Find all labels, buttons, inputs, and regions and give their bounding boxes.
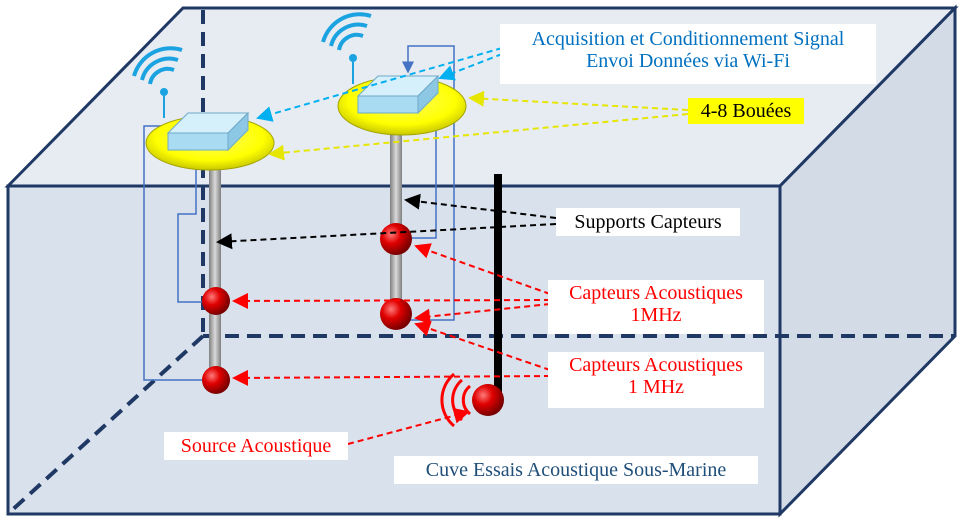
- label-capteurs-b: Capteurs Acoustiques 1 MHz: [548, 352, 764, 408]
- label-bouees: 4-8 Bouées: [688, 98, 804, 124]
- label-capteurs-a-line2: 1MHz: [630, 304, 682, 326]
- arrow-acquisition-left: [256, 47, 503, 122]
- support-rod-left: [209, 150, 221, 386]
- label-source: Source Acoustique: [164, 432, 348, 460]
- sensor-left-upper: [202, 287, 230, 315]
- label-capteurs-a-line1: Capteurs Acoustiques: [569, 282, 743, 304]
- arrow-capteurs-b-1: [414, 320, 551, 371]
- source-rod: [494, 174, 502, 404]
- sensor-right-lower: [380, 298, 412, 330]
- label-capteurs-a: Capteurs Acoustiques 1MHz: [548, 280, 764, 334]
- label-acquisition: Acquisition et Conditionnement Signal En…: [500, 24, 876, 84]
- arrow-source: [347, 407, 470, 445]
- arrow-capteurs-a-1: [414, 243, 551, 295]
- arrow-supports-right: [404, 193, 557, 219]
- wifi-icon: [132, 46, 183, 118]
- arrow-acquisition-right: [438, 53, 503, 81]
- wifi-icon: [321, 12, 372, 84]
- module-right: [356, 74, 440, 115]
- label-supports: Supports Capteurs: [556, 208, 740, 236]
- arrow-capteurs-a-2: [232, 292, 551, 309]
- wire-right-outer: [402, 45, 455, 321]
- support-rod-right: [390, 120, 402, 316]
- label-capteurs-b-line1: Capteurs Acoustiques: [569, 354, 743, 376]
- module-left: [166, 111, 250, 152]
- arrow-capteurs-a-3: [414, 303, 551, 325]
- arrow-supports-left: [216, 223, 557, 250]
- acoustic-source: [472, 384, 504, 416]
- arrow-buoys-right: [468, 90, 689, 111]
- label-acquisition-line2: Envoi Données via Wi-Fi: [586, 50, 790, 72]
- label-cuve: Cuve Essais Acoustique Sous-Marine: [394, 456, 758, 484]
- arrow-capteurs-b-2: [232, 369, 551, 386]
- label-acquisition-line1: Acquisition et Conditionnement Signal: [531, 28, 845, 50]
- sensor-right-upper: [380, 223, 412, 255]
- label-capteurs-b-line2: 1 MHz: [627, 376, 685, 398]
- sensor-left-lower: [202, 366, 230, 394]
